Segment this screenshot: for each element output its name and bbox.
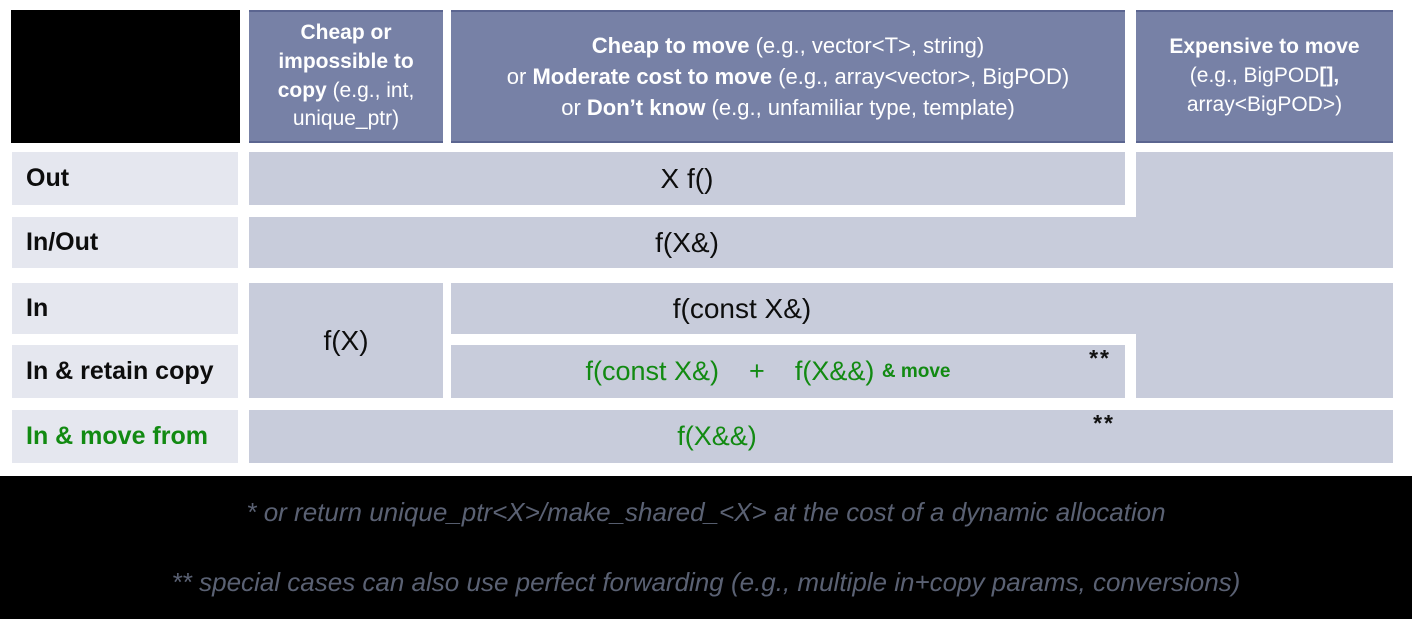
cell-out: X f() (249, 152, 1125, 205)
row-label-in: In (12, 283, 238, 334)
cell-in-out: f(X&) (249, 217, 1393, 268)
footnote-dynamic-allocation: * or return unique_ptr<X>/make_shared_<X… (246, 496, 1166, 527)
row-label-out: Out (12, 152, 238, 205)
retain-copy-footnote-marker: ** (1089, 345, 1111, 371)
cell-in-retain-copy: f(const X&) + f(X&&) & move ** (451, 345, 1125, 398)
cell-in-move-from: f(X&&) ** (249, 410, 1393, 463)
footnotes-panel: * or return unique_ptr<X>/make_shared_<X… (0, 476, 1412, 619)
row-label-in-move-from: In & move from (12, 410, 238, 463)
header-cheap-or-impossible-to-copy: Cheap or impossible to copy (e.g., int, … (249, 10, 443, 143)
move-from-footnote-marker: ** (1093, 410, 1115, 436)
retain-copy-code: f(const X&) + f(X&&) (585, 356, 882, 386)
header-cheap-or-moderate-move: Cheap to move (e.g., vector<T>, string)o… (451, 10, 1125, 143)
corner-box (11, 10, 240, 143)
row-label-in-retain-copy: In & retain copy (12, 345, 238, 398)
footnote-perfect-forwarding: ** special cases can also use perfect fo… (171, 566, 1241, 597)
move-from-code: f(X&&) (677, 421, 757, 451)
retain-copy-and-move-note: & move (881, 360, 951, 382)
row-label-in-out: In/Out (12, 217, 238, 268)
cell-in-const-ref: f(const X&) (451, 283, 1393, 334)
header-expensive-to-move: Expensive to move(e.g., BigPOD[],array<B… (1136, 10, 1393, 143)
cell-in-cheap-copy: f(X) (249, 283, 443, 398)
